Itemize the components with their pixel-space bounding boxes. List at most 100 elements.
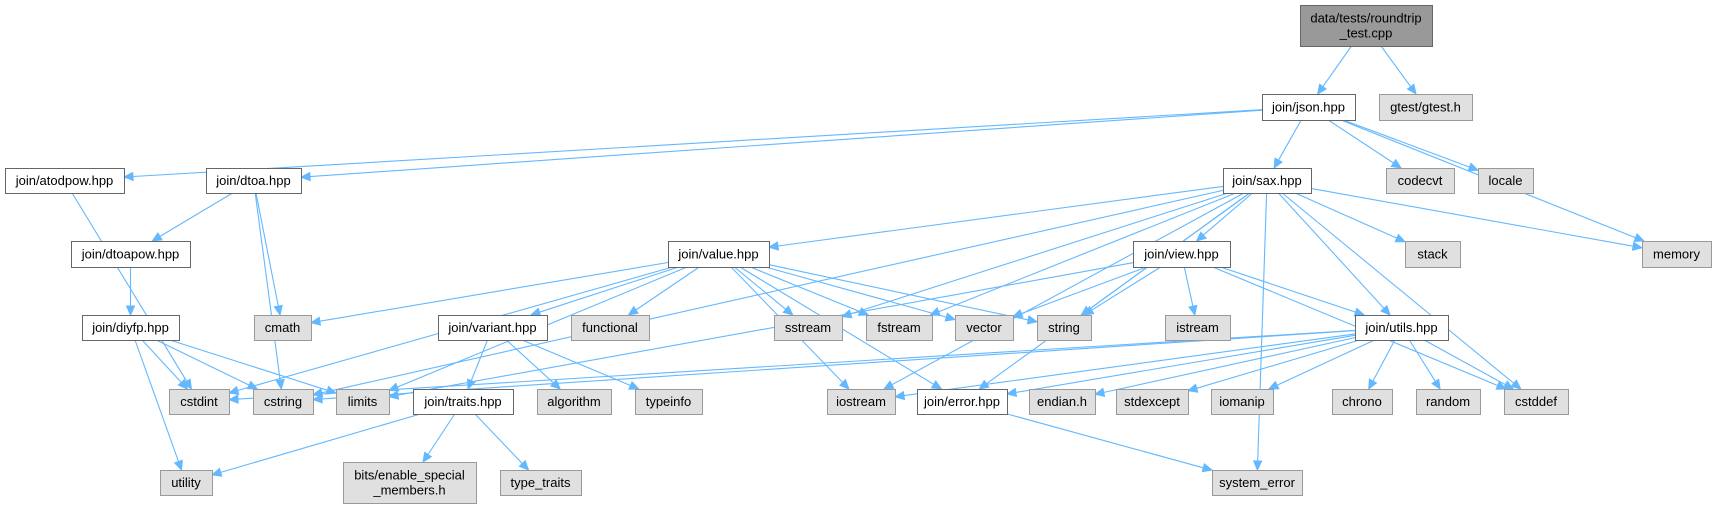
edge-line (938, 192, 1236, 313)
edge-line (1091, 266, 1161, 311)
edge-view-to-utils (1220, 266, 1366, 317)
arrowhead-icon (1631, 241, 1644, 251)
edge-line (1322, 45, 1352, 87)
edge-line (1423, 339, 1506, 386)
node-iomanip: iomanip (1211, 389, 1274, 415)
node-box (160, 470, 213, 496)
edge-line (427, 413, 456, 455)
arrowhead-icon (1201, 463, 1214, 473)
arrowhead-icon (1273, 157, 1283, 170)
edge-json-to-codecvt (1327, 119, 1403, 169)
arrowhead-icon (1380, 304, 1391, 316)
edge-sax-to-system_error (1252, 192, 1268, 472)
edge-value-to-sstream (733, 266, 794, 316)
edge-view-to-istream (1183, 266, 1198, 317)
node-sax[interactable]: join/sax.hpp (1223, 168, 1312, 194)
node-view[interactable]: join/view.hpp (1133, 241, 1231, 268)
node-diyfp[interactable]: join/diyfp.hpp (82, 315, 180, 341)
node-codecvt: codecvt (1386, 168, 1455, 194)
edge-line (141, 339, 182, 383)
node-box (254, 315, 312, 341)
node-box (1332, 389, 1393, 415)
edge-traits-to-type_traits (474, 413, 530, 471)
edge-sax-to-fstream (929, 192, 1236, 316)
arrowhead-icon (1082, 305, 1095, 316)
node-box (82, 315, 180, 341)
arrowhead-icon (882, 380, 895, 390)
node-label: codecvt (1398, 173, 1443, 188)
edge-sax-to-cstddef (1281, 192, 1522, 390)
edge-line (1277, 192, 1385, 309)
edge-root-to-gtest (1380, 45, 1417, 95)
node-label: join/utils.hpp (1364, 320, 1437, 335)
edge-dtoa-to-cstring (254, 192, 285, 391)
node-box (537, 389, 612, 415)
node-box (1386, 168, 1455, 194)
node-variant[interactable]: join/variant.hpp (438, 315, 548, 341)
node-label: fstream (877, 320, 920, 335)
node-fstream: fstream (866, 315, 933, 341)
arrowhead-icon (782, 305, 794, 316)
edge-root-to-json (1316, 45, 1352, 96)
node-label: type_traits (511, 475, 571, 490)
edge-line (1015, 334, 1356, 393)
edge-line (1276, 339, 1375, 386)
arrowhead-icon (550, 379, 562, 390)
node-box (169, 389, 230, 415)
edge-line (220, 413, 421, 473)
edge-sax-to-view (1195, 192, 1253, 242)
edge-line (505, 339, 554, 384)
node-root[interactable]: data/tests/roundtrip_test.cpp (1300, 5, 1433, 47)
node-error[interactable]: join/error.hpp (917, 389, 1008, 415)
edge-line (635, 266, 700, 311)
edge-line (169, 339, 328, 391)
edge-sax-to-iostream (882, 192, 1245, 390)
node-traits[interactable]: join/traits.hpp (413, 389, 514, 415)
node-typeinfo: typeinfo (635, 389, 703, 415)
edge-line (891, 192, 1245, 386)
edge-view-to-limits (387, 262, 1134, 400)
arrowhead-icon (518, 459, 530, 471)
arrowhead-icon (227, 385, 240, 396)
edge-line (1006, 413, 1204, 469)
edge-line (1372, 339, 1396, 382)
edge-line (156, 339, 250, 386)
arrowhead-icon (1195, 231, 1207, 242)
node-utils[interactable]: join/utils.hpp (1355, 315, 1449, 341)
node-box (336, 389, 390, 415)
edge-utils-to-random (1408, 339, 1441, 391)
edge-line (750, 266, 861, 313)
node-label: join/view.hpp (1143, 247, 1218, 262)
node-dtoa[interactable]: join/dtoa.hpp (206, 168, 302, 194)
edge-atodpow-to-cstdint (71, 192, 193, 391)
node-label: typeinfo (646, 394, 692, 409)
edge-traits-to-bits_esm (422, 413, 456, 464)
node-box (1405, 241, 1461, 268)
edge-sax-to-memory (1310, 187, 1644, 251)
node-label: cstddef (1515, 394, 1557, 409)
edge-dtoapow-to-diyfp (125, 267, 136, 317)
edge-line (1196, 339, 1360, 389)
arrowhead-icon (1011, 308, 1024, 318)
arrowhead-icon (1368, 378, 1378, 391)
edge-line (309, 109, 1263, 178)
arrowhead-icon (1267, 380, 1280, 390)
node-stdexcept: stdexcept (1116, 389, 1189, 415)
node-dtoapow[interactable]: join/dtoapow.hpp (71, 241, 191, 268)
node-memory: memory (1642, 241, 1712, 268)
edge-dtoa-to-dtoapow (151, 192, 233, 242)
edge-line (1203, 192, 1253, 236)
node-limits: limits (336, 389, 390, 415)
node-json[interactable]: join/json.hpp (1262, 94, 1356, 121)
node-label: memory (1653, 247, 1700, 262)
node-atodpow[interactable]: join/atodpow.hpp (5, 168, 125, 194)
node-box (1355, 315, 1449, 341)
node-string: string (1037, 315, 1092, 341)
node-bits-esm: bits/enable_special_members.h (343, 462, 477, 504)
node-box (668, 241, 770, 268)
node-value[interactable]: join/value.hpp (668, 241, 770, 268)
edge-line (1408, 339, 1436, 382)
arrowhead-icon (1316, 83, 1328, 96)
node-endian: endian.h (1029, 389, 1096, 415)
node-iostream: iostream (827, 389, 896, 415)
